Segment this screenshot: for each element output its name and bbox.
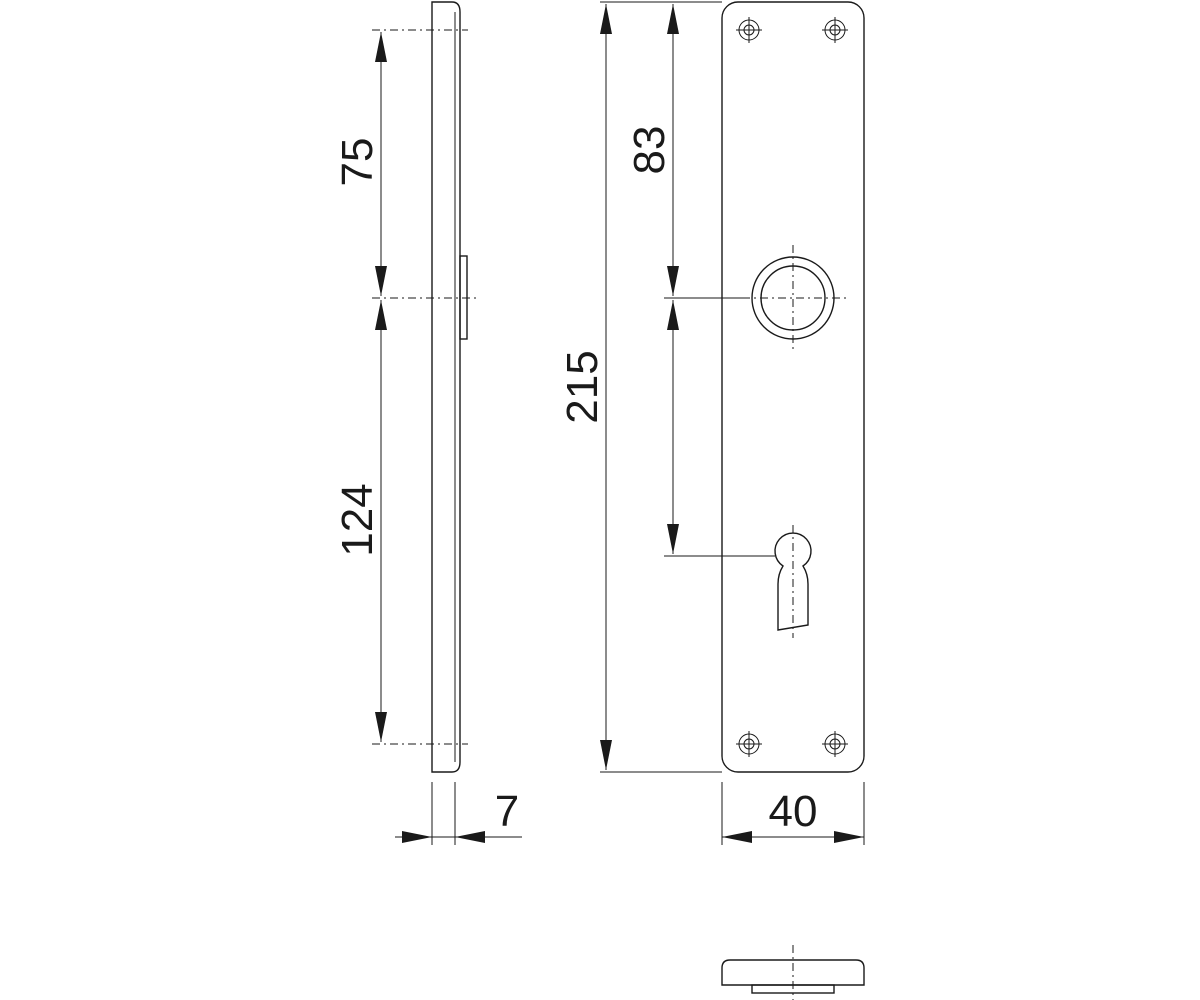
side-view: 75 124 7 (333, 1, 522, 845)
dimension-thickness: 7 (395, 782, 522, 845)
screw-hole-bottom-left (736, 731, 762, 757)
screw-hole-top-right (822, 17, 848, 43)
keyhole (664, 525, 812, 638)
dimension-handle-to-top: 83 (625, 4, 679, 296)
dimension-handle-to-keyhole (667, 300, 679, 554)
dimension-upper-height: 75 (333, 32, 387, 296)
screw-hole-bottom-right (822, 731, 848, 757)
front-view: 215 83 40 (558, 1, 865, 845)
dimension-total-length: 215 (558, 4, 612, 770)
dimension-label-83: 83 (625, 126, 674, 175)
dimension-width: 40 (721, 782, 865, 845)
dimension-label-7: 7 (495, 787, 519, 836)
dimension-label-124: 124 (333, 483, 382, 556)
screw-hole-top-left (736, 17, 762, 43)
dimension-label-215: 215 (558, 350, 607, 423)
handle-rose (742, 245, 848, 352)
front-view-plate (721, 1, 865, 773)
dimension-lower-height: 124 (333, 300, 387, 742)
side-view-plate (431, 1, 461, 773)
dimension-label-40: 40 (769, 787, 818, 836)
end-view-plate (721, 959, 865, 986)
end-view (721, 945, 865, 1000)
dimension-label-75: 75 (333, 138, 382, 187)
